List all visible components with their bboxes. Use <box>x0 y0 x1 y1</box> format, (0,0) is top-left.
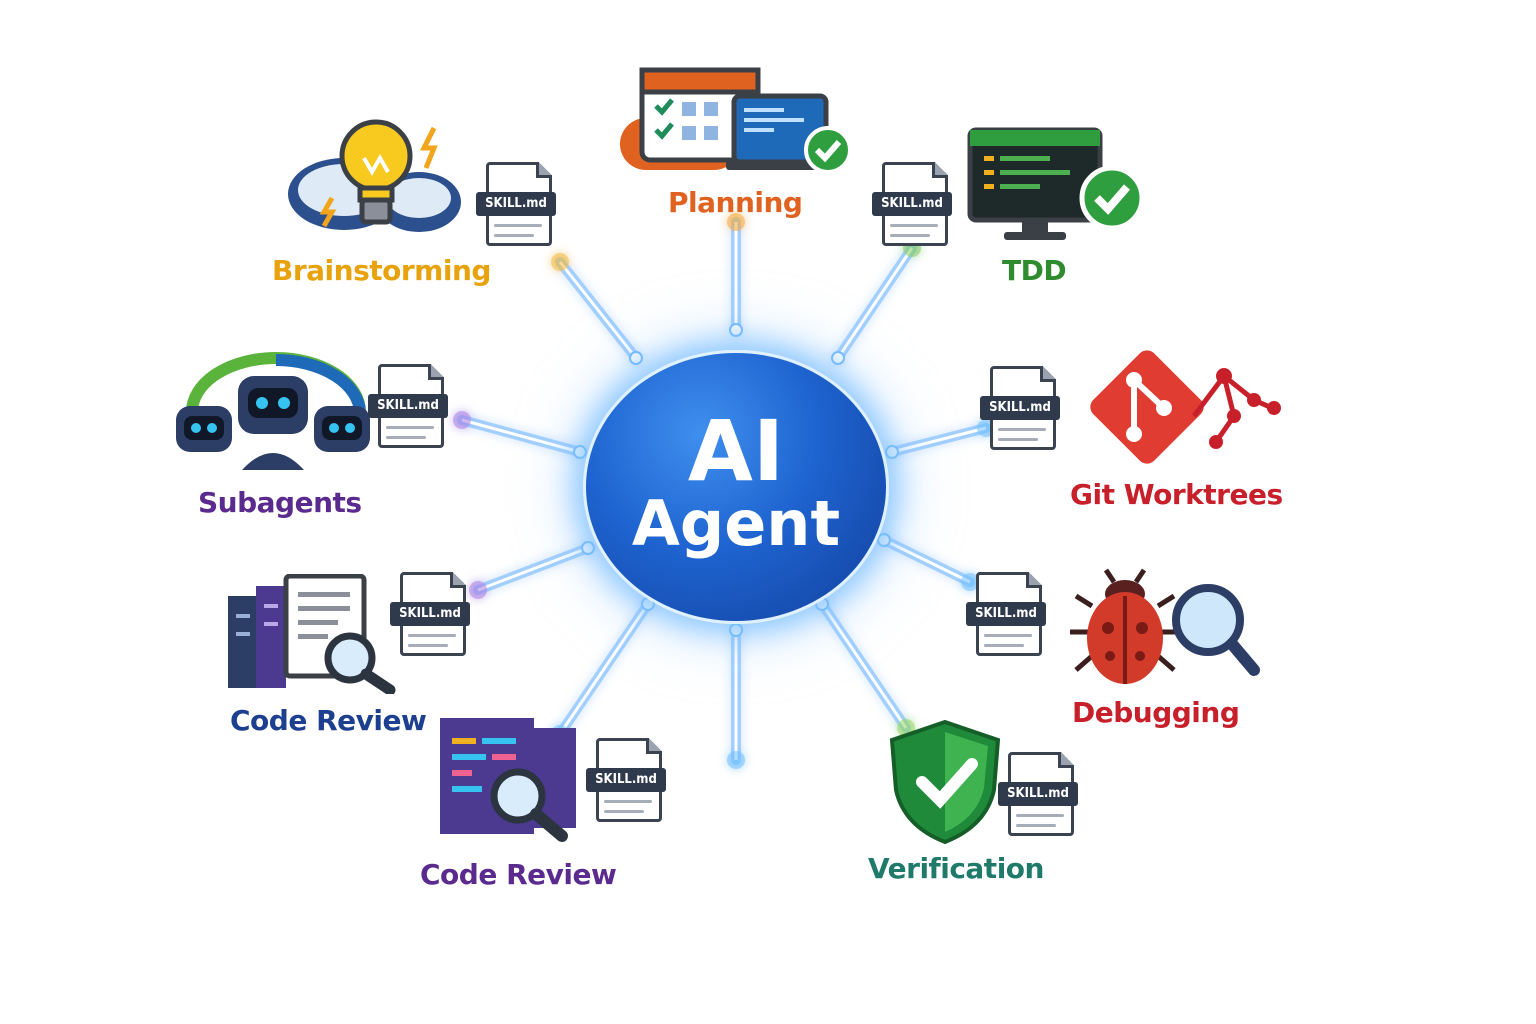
connector-ray-core-7 <box>558 603 650 735</box>
connector-end-glow-3 <box>453 411 471 429</box>
skill-tag: SKILL.md <box>390 602 470 626</box>
skill-file-code-review-1[interactable]: SKILL.md <box>390 572 470 656</box>
skill-tag: SKILL.md <box>586 768 666 792</box>
skill-file-verification[interactable]: SKILL.md <box>998 752 1078 836</box>
label-planning: Planning <box>668 186 803 219</box>
connector-node-6 <box>877 533 891 547</box>
label-git-worktrees: Git Worktrees <box>1070 478 1283 511</box>
hub-title-line1: AI <box>687 402 785 500</box>
skill-file-git-worktrees[interactable]: SKILL.md <box>980 366 1060 450</box>
label-subagents: Subagents <box>198 486 362 519</box>
connector-ray-core-4 <box>891 426 987 454</box>
skill-tag: SKILL.md <box>476 192 556 216</box>
label-tdd: TDD <box>1002 254 1067 287</box>
robots-icon <box>176 352 370 470</box>
skill-tag: SKILL.md <box>368 394 448 418</box>
lightbulb-cloud-icon <box>288 119 461 232</box>
skill-file-tdd[interactable]: SKILL.md <box>872 162 952 246</box>
connector-ray-core-5 <box>477 546 589 592</box>
skill-file-debugging[interactable]: SKILL.md <box>966 572 1046 656</box>
skill-file-brainstorming[interactable]: SKILL.md <box>476 162 556 246</box>
connector-end-glow-5 <box>469 581 487 599</box>
skill-tag: SKILL.md <box>966 602 1046 626</box>
connector-ray-core-0 <box>558 261 638 359</box>
skill-tag: SKILL.md <box>998 782 1078 806</box>
connector-end-glow-8 <box>727 751 745 769</box>
connector-node-8 <box>729 623 743 637</box>
connector-node-4 <box>885 445 899 459</box>
connector-ray-core-6 <box>883 538 971 584</box>
shield-check-icon <box>889 719 1001 845</box>
connector-ray-core-9 <box>820 603 908 729</box>
connector-node-3 <box>573 445 587 459</box>
calendar-laptop-icon <box>620 67 852 174</box>
ai-agent-hub[interactable]: AI Agent <box>583 350 889 624</box>
connector-node-0 <box>629 351 643 365</box>
connector-node-5 <box>581 541 595 555</box>
hub-title-line2: Agent <box>631 487 841 560</box>
connector-end-glow-1 <box>727 213 745 231</box>
label-code-review-1: Code Review <box>230 704 427 737</box>
skill-file-code-review-2[interactable]: SKILL.md <box>586 738 666 822</box>
label-code-review-2: Code Review <box>420 858 617 891</box>
bug-magnifier-icon <box>1070 568 1260 684</box>
connector-end-glow-6 <box>961 573 979 591</box>
monitor-check-icon <box>967 127 1145 240</box>
git-branch-icon <box>1090 350 1281 464</box>
document-magnifier-icon <box>228 574 396 694</box>
connector-ray-core-2 <box>836 247 914 359</box>
skill-tag: SKILL.md <box>872 192 952 216</box>
connector-node-1 <box>729 323 743 337</box>
connector-node-2 <box>831 351 845 365</box>
label-verification: Verification <box>868 852 1044 885</box>
label-debugging: Debugging <box>1072 696 1240 729</box>
connector-end-glow-0 <box>551 253 569 271</box>
label-brainstorming: Brainstorming <box>272 254 491 287</box>
code-magnifier-icon <box>440 718 576 842</box>
connector-ray-core-3 <box>461 418 581 454</box>
skill-file-subagents[interactable]: SKILL.md <box>368 364 448 448</box>
skill-tag: SKILL.md <box>980 396 1060 420</box>
